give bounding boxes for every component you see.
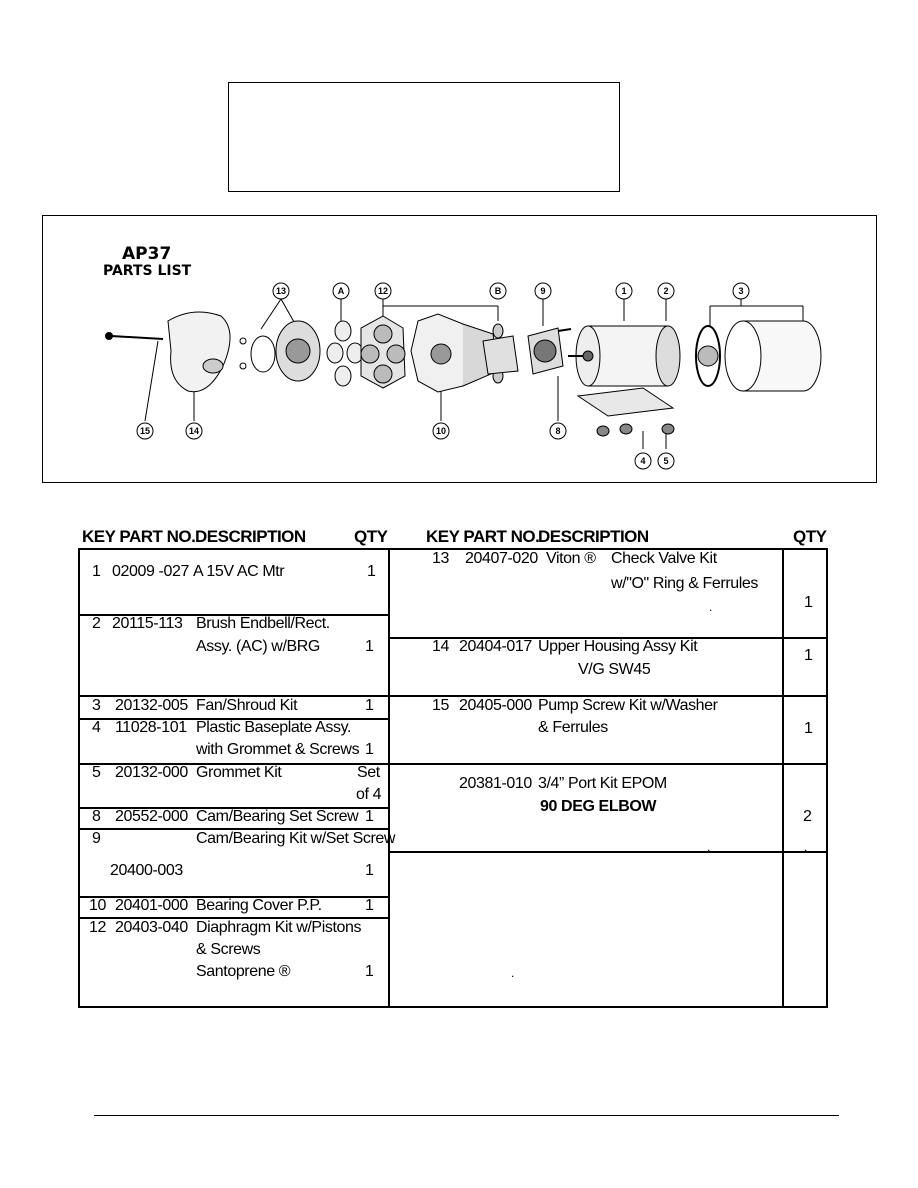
right-header-key-part: KEY PART NO. — [426, 527, 540, 546]
table-cell: 20404-017 — [459, 638, 532, 655]
table-cell: Santoprene ® — [196, 963, 291, 980]
callout-A: A — [338, 286, 345, 296]
table-cell: 20400-003 — [110, 862, 183, 879]
table-cell: Brush Endbell/Rect. — [196, 615, 330, 632]
table-cell: 8 — [92, 808, 101, 825]
table-cell: 13 — [432, 550, 449, 567]
table-cell: & Screws — [196, 941, 261, 958]
table-cell: Assy. (AC) w/BRG — [196, 638, 320, 655]
table-cell: 2 — [92, 615, 101, 632]
table-cell: Viton ® — [546, 550, 596, 567]
table-cell: Bearing Cover P.P. — [196, 897, 322, 914]
table-cell: 20115-113 — [112, 615, 183, 632]
table-cell: 1 — [365, 963, 374, 980]
table-cell: Fan/Shroud Kit — [196, 697, 298, 714]
table-cell: 1 — [365, 862, 374, 879]
table-cell: 20132-005 — [115, 697, 188, 714]
title-box — [228, 82, 620, 192]
table-cell: of 4 — [356, 786, 382, 803]
callout-1: 1 — [621, 286, 626, 296]
table-cell: 1 — [804, 647, 813, 664]
table-cell: A 15V AC Mtr — [193, 563, 285, 580]
table-cell: Set — [357, 764, 380, 781]
table-cell: 3 — [92, 697, 101, 714]
callout-12: 12 — [378, 286, 388, 296]
table-cell: 02009 -027 — [112, 563, 189, 580]
table-cell: 20405-000 — [459, 697, 532, 714]
table-cell: 15 — [432, 697, 449, 714]
table-cell: V/G SW45 — [578, 661, 651, 678]
exploded-view-drawing: 13 A 12 B 9 1 2 3 15 14 10 8 4 5 — [105, 282, 822, 470]
left-header-key-part: KEY PART NO. — [82, 527, 196, 546]
table-cell: Cam/Bearing Kit w/Set Screw — [196, 830, 396, 847]
callout-2: 2 — [663, 286, 668, 296]
table-cell: 10 — [89, 897, 106, 914]
diagram-title: AP37 — [122, 244, 172, 264]
callout-13: 13 — [276, 286, 286, 296]
diagram-subtitle: PARTS LIST — [103, 263, 192, 279]
callout-9: 9 — [540, 286, 545, 296]
table-cell: 1 — [365, 697, 374, 714]
table-cell: 1 — [92, 563, 101, 580]
table-cell: Pump Screw Kit w/Washer — [538, 697, 718, 714]
table-cell: 9 — [92, 830, 101, 847]
callout-B: B — [495, 286, 502, 296]
footer-rule — [94, 1115, 839, 1116]
callout-5: 5 — [663, 456, 668, 466]
table-cell: . — [511, 966, 514, 980]
table-cell: . — [804, 840, 807, 854]
table-cell: Plastic Baseplate Assy. — [196, 719, 352, 736]
table-cell: 1 — [365, 897, 374, 914]
callout-10: 10 — [436, 426, 446, 436]
table-cell: 5 — [92, 764, 101, 781]
table-cell: 20381-010 — [459, 775, 532, 792]
table-cell: w/"O" Ring & Ferrules — [611, 575, 758, 592]
callout-4: 4 — [640, 456, 645, 466]
callout-15: 15 — [140, 426, 150, 436]
table-cell: 1 — [365, 808, 374, 825]
table-cell: . — [707, 840, 710, 854]
table-cell: Grommet Kit — [196, 764, 282, 781]
table-cell: 20407-020 — [465, 550, 538, 567]
table-cell: Upper Housing Assy Kit — [538, 638, 698, 655]
table-cell: Cam/Bearing Set Screw — [196, 808, 359, 825]
table-cell: 11028-101 — [115, 719, 187, 736]
table-cell: 1 — [365, 741, 374, 758]
right-header-description: DESCRIPTION — [538, 527, 649, 546]
table-cell: 2 — [803, 808, 812, 825]
table-cell: 20132-000 — [115, 764, 188, 781]
table-cell: 14 — [432, 638, 449, 655]
table-cell: 1 — [804, 720, 813, 737]
table-cell: 1 — [365, 638, 374, 655]
callout-14: 14 — [189, 426, 199, 436]
table-cell: Diaphragm Kit w/Pistons — [196, 919, 362, 936]
exploded-diagram: AP37 PARTS LIST — [42, 215, 877, 483]
table-cell: 4 — [92, 719, 101, 736]
left-header-description: DESCRIPTION — [195, 527, 306, 546]
table-cell: with Grommet & Screws — [196, 741, 360, 758]
right-header-qty: QTY — [793, 527, 827, 546]
table-cell: & Ferrules — [538, 719, 608, 736]
table-cell: 20552-000 — [115, 808, 188, 825]
callout-8: 8 — [555, 426, 560, 436]
left-header-qty: QTY — [354, 527, 388, 546]
table-cell: 12 — [89, 919, 106, 936]
table-cell: . — [709, 600, 712, 614]
table-cell: 3/4” Port Kit EPOM — [538, 775, 667, 792]
callout-3: 3 — [738, 286, 743, 296]
table-cell: 1 — [367, 563, 376, 580]
table-cell: Check Valve Kit — [611, 550, 717, 567]
table-cell: 20401-000 — [115, 897, 188, 914]
table-cell: 1 — [804, 594, 813, 611]
table-cell: 20403-040 — [115, 919, 188, 936]
table-cell: 90 DEG ELBOW — [540, 798, 657, 815]
